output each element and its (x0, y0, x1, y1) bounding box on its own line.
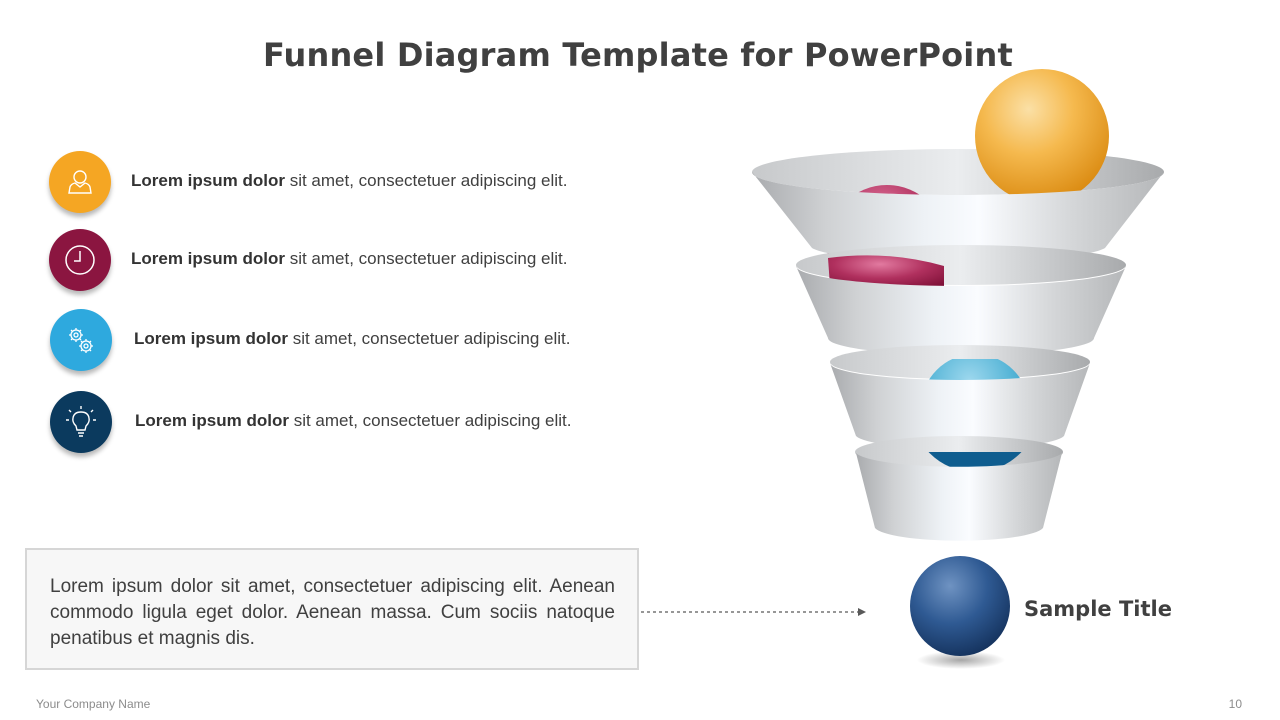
lightbulb-icon-circle (50, 391, 112, 453)
page-title: Funnel Diagram Template for PowerPoint (263, 36, 1013, 74)
clock-icon-circle (49, 229, 111, 291)
item-rest-text: sit amet, consectetuer adipiscing elit. (288, 411, 572, 430)
item-bold-text: Lorem ipsum dolor (135, 411, 289, 430)
orange-ball (975, 69, 1109, 203)
description-box: Lorem ipsum dolor sit amet, consectetuer… (25, 548, 639, 670)
ring-4 (856, 453, 1062, 541)
lightbulb-icon (66, 406, 96, 437)
item-rest-text: sit amet, consectetuer adipiscing elit. (284, 249, 568, 268)
navy-ball (910, 556, 1010, 656)
connector-arrowhead (858, 608, 866, 616)
gears-icon (69, 328, 93, 353)
footer-page-number: 10 (1228, 697, 1242, 711)
item-rest-text: sit amet, consectetuer adipiscing elit. (287, 329, 571, 348)
gears-icon-circle (50, 309, 112, 371)
item-bold-text: Lorem ipsum dolor (131, 249, 285, 268)
item-bold-text: Lorem ipsum dolor (131, 171, 285, 190)
sample-title: Sample Title (1024, 597, 1172, 621)
footer-company: Your Company Name (36, 697, 151, 711)
item-bold-text: Lorem ipsum dolor (134, 329, 288, 348)
ring-3 (830, 363, 1090, 449)
ring-1 (752, 172, 1164, 262)
clock-icon (65, 245, 95, 275)
ring-2 (796, 266, 1126, 355)
item-rest-text: sit amet, consectetuer adipiscing elit. (284, 171, 568, 190)
description-text: Lorem ipsum dolor sit amet, consectetuer… (50, 576, 615, 649)
user-icon-circle (49, 151, 111, 213)
navy-ball-shadow (917, 651, 1005, 669)
user-icon (68, 170, 92, 194)
